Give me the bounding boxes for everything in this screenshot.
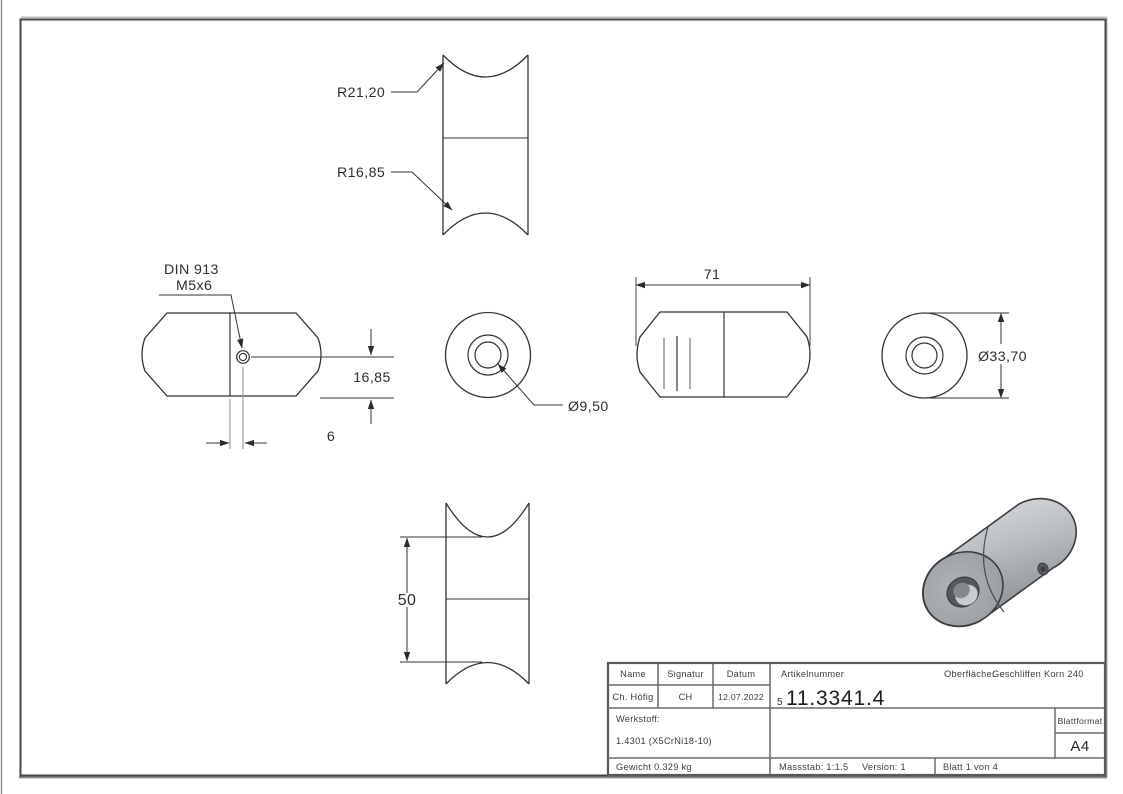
label-thread-size: M5x6 — [176, 278, 212, 294]
view-side-length — [635, 277, 811, 398]
dim-label-offset-6: 6 — [327, 429, 335, 445]
tb-artikel-number: 11.3341.4 — [786, 687, 885, 710]
tb-werkstoff-label: Werkstoff: — [616, 714, 660, 724]
drawing-frame — [19, 18, 1107, 777]
view-end-circle — [881, 312, 1009, 399]
dim-label-radius-outer: R21,20 — [337, 85, 385, 101]
tb-value-datum: 12.07.2022 — [718, 692, 764, 702]
tb-blatt: Blatt 1 von 4 — [943, 762, 998, 772]
tb-blattformat-label: Blattformat — [1058, 716, 1103, 726]
tb-artikel-prefix: 5 — [777, 697, 783, 708]
dim-text-mask — [975, 344, 1039, 364]
tb-oberflaeche-value: Geschliffen Korn 240 — [992, 669, 1084, 679]
tb-header-signatur: Signatur — [667, 669, 704, 679]
tb-header-name: Name — [620, 669, 646, 679]
tb-value-signatur: CH — [679, 692, 693, 702]
tb-header-datum: Datum — [727, 669, 756, 679]
dim-label-height-50: 50 — [398, 592, 417, 609]
title-block — [606, 661, 1107, 777]
tb-oberflaeche-label: Oberfläche: — [944, 669, 995, 679]
tb-blattformat-value: A4 — [1070, 738, 1089, 755]
view-side-setscrew — [141, 294, 394, 449]
tb-value-name: Ch. Höfig — [613, 692, 654, 702]
title-block-text: Name Signatur Datum Ch. Höfig CH 12.07.2… — [613, 669, 1103, 772]
tb-massstab: Massstab: 1:1.5 — [779, 762, 848, 772]
view-front-circle — [444, 311, 563, 406]
tb-werkstoff-value: 1.4301 (X5CrNi18-10) — [616, 736, 712, 746]
tb-version: Version: 1 — [862, 762, 906, 772]
tb-gewicht: Gewicht 0.329 kg — [616, 762, 692, 772]
dim-label-radius-inner: R16,85 — [337, 165, 385, 181]
part-3d-render — [921, 497, 1078, 628]
part-seam-line — [982, 526, 1005, 613]
view-top-profile — [391, 54, 529, 236]
dim-label-bore-diameter: Ø9,50 — [568, 399, 609, 415]
dim-label-length-71: 71 — [704, 267, 721, 283]
view-bottom-profile — [400, 502, 530, 685]
dim-label-outer-diameter: Ø33,70 — [978, 349, 1027, 365]
label-din-standard: DIN 913 — [164, 262, 219, 278]
tb-artikel-label: Artikelnummer — [781, 669, 844, 679]
dim-label-height-1685: 16,85 — [353, 370, 391, 386]
